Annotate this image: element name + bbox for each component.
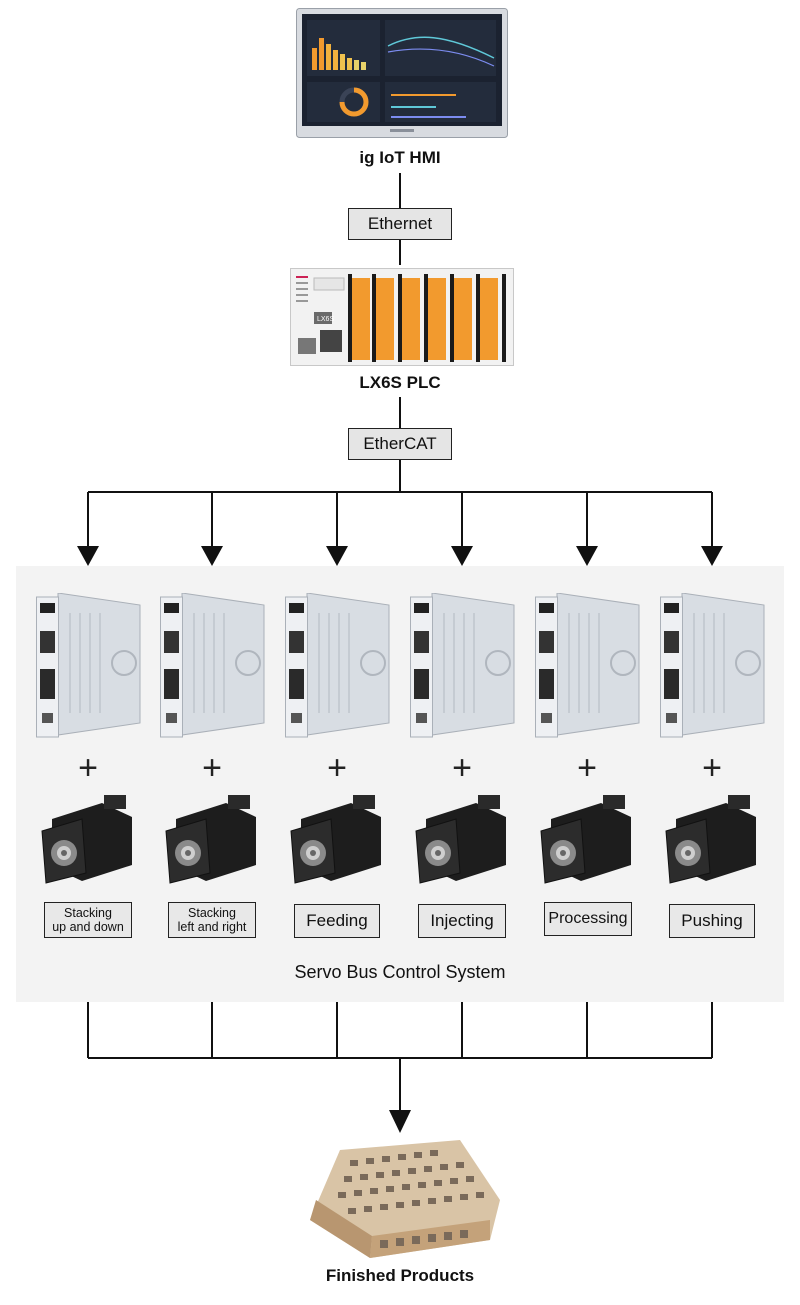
arrow-down-servo-4 bbox=[451, 492, 473, 566]
servo-motor-2 bbox=[165, 795, 256, 884]
servo-drive-4 bbox=[410, 593, 515, 738]
plus-icon: + bbox=[78, 749, 98, 787]
servo-motor-4 bbox=[415, 795, 506, 884]
plus-icon: + bbox=[577, 749, 597, 787]
arrow-down-output bbox=[389, 1058, 411, 1133]
function-processing: Processing bbox=[544, 902, 632, 936]
plc-device: LX6S bbox=[290, 268, 514, 371]
servo-motor-6 bbox=[665, 795, 756, 884]
finished-products-image bbox=[310, 1140, 500, 1258]
hmi-label: ig IoT HMI bbox=[359, 148, 441, 167]
hmi-device bbox=[296, 8, 508, 143]
arrow-down-servo-3 bbox=[326, 492, 348, 566]
arrow-down-servo-5 bbox=[576, 492, 598, 566]
function-stacking-left-right: Stacking left and right bbox=[168, 902, 256, 938]
servo-drive-1 bbox=[36, 593, 141, 738]
finished-products-label: Finished Products bbox=[325, 1266, 475, 1285]
servo-drive-6 bbox=[660, 593, 765, 738]
plus-icon: + bbox=[452, 749, 472, 787]
servo-motor-3 bbox=[290, 795, 381, 884]
plus-icon: + bbox=[202, 749, 222, 787]
arrow-down-servo-1 bbox=[77, 492, 99, 566]
servo-system-title: Servo Bus Control System bbox=[294, 962, 506, 982]
function-pushing: Pushing bbox=[669, 904, 755, 938]
ethercat-link-tag: EtherCAT bbox=[348, 428, 452, 460]
ethernet-link-tag: Ethernet bbox=[348, 208, 452, 240]
plc-label: LX6S PLC bbox=[359, 373, 441, 392]
arrow-down-servo-6 bbox=[701, 492, 723, 566]
plc-module-image: LX6S bbox=[290, 268, 514, 366]
servo-motor-5 bbox=[540, 795, 631, 884]
arrow-down-servo-2 bbox=[201, 492, 223, 566]
plus-icon: + bbox=[702, 749, 722, 787]
servo-drive-5 bbox=[535, 593, 640, 738]
servo-drive-2 bbox=[160, 593, 265, 738]
servo-drive-3 bbox=[285, 593, 390, 738]
function-injecting: Injecting bbox=[418, 904, 506, 938]
plc-tag-text: LX6S bbox=[317, 316, 334, 323]
function-stacking-up-down: Stacking up and down bbox=[44, 902, 132, 938]
hmi-screen-image bbox=[296, 8, 508, 138]
function-feeding: Feeding bbox=[294, 904, 380, 938]
servo-motor-1 bbox=[41, 795, 132, 884]
servo-system-panel bbox=[16, 566, 784, 1002]
plus-icon: + bbox=[327, 749, 347, 787]
